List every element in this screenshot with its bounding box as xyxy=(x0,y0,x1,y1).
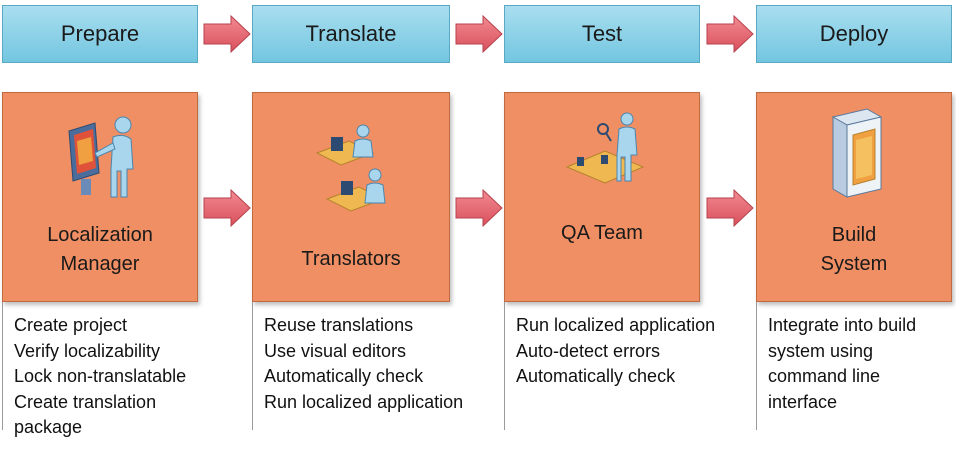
qa-team-icon xyxy=(565,112,645,184)
task-item: Integrate into build xyxy=(768,315,917,335)
flow-arrow-icon xyxy=(455,189,503,227)
flow-arrow-icon xyxy=(706,15,754,53)
actor-localization-manager: Localization Manager xyxy=(2,92,198,302)
task-list: Integrate into build system using comman… xyxy=(756,302,954,415)
actor-build-system: Build System xyxy=(756,92,952,302)
task-item: command line xyxy=(768,366,881,386)
stage-translate: Translate xyxy=(252,5,450,63)
flow-arrow-icon xyxy=(706,189,754,227)
task-list: Run localized application Auto-detect er… xyxy=(504,302,754,390)
manager-at-screen-icon xyxy=(68,116,134,198)
flow-arrow-icon xyxy=(203,15,251,53)
tasks-translate: Reuse translations Use visual editors Au… xyxy=(252,302,502,430)
task-item: Verify localizability xyxy=(14,340,161,361)
task-item: system using xyxy=(768,340,874,361)
task-item: package xyxy=(14,417,83,437)
task-item: Lock non-translatable xyxy=(14,366,187,386)
translators-at-desks-icon xyxy=(315,124,386,212)
column-divider xyxy=(756,302,757,430)
column-divider xyxy=(504,302,505,430)
stage-label: Prepare xyxy=(60,21,140,46)
actor-label: Localization Manager xyxy=(47,224,153,275)
actor-label: QA Team xyxy=(561,222,643,244)
column-divider xyxy=(2,302,3,430)
stage-label: Deploy xyxy=(819,21,889,46)
server-icon xyxy=(831,108,883,198)
task-item: Reuse translations xyxy=(264,315,414,335)
task-list: Reuse translations Use visual editors Au… xyxy=(252,302,502,415)
actor-label: Translators xyxy=(301,248,401,270)
stage-label: Translate xyxy=(305,21,397,46)
task-item: Run localized application xyxy=(264,391,464,412)
tasks-prepare: Create project Verify localizability Loc… xyxy=(2,302,250,437)
tasks-test: Run localized application Auto-detect er… xyxy=(504,302,754,430)
task-item: Automatically check xyxy=(516,366,676,386)
flow-arrow-icon xyxy=(203,189,251,227)
task-item: Run localized application xyxy=(516,315,716,335)
task-list: Create project Verify localizability Loc… xyxy=(2,302,250,441)
actor-label: Build System xyxy=(820,224,888,275)
tasks-deploy: Integrate into build system using comman… xyxy=(756,302,954,430)
stage-label: Test xyxy=(581,21,623,46)
task-item: Auto-detect errors xyxy=(516,340,661,361)
task-item: Use visual editors xyxy=(264,340,407,361)
stage-test: Test xyxy=(504,5,700,63)
task-item: Automatically check xyxy=(264,366,424,386)
task-item: Create project xyxy=(14,315,128,335)
actor-translators: Translators xyxy=(252,92,450,302)
task-item: interface xyxy=(768,391,838,412)
task-item: Create translation xyxy=(14,391,157,412)
actor-qa-team: QA Team xyxy=(504,92,700,302)
stage-prepare: Prepare xyxy=(2,5,198,63)
flow-arrow-icon xyxy=(455,15,503,53)
stage-deploy: Deploy xyxy=(756,5,952,63)
column-divider xyxy=(252,302,253,430)
